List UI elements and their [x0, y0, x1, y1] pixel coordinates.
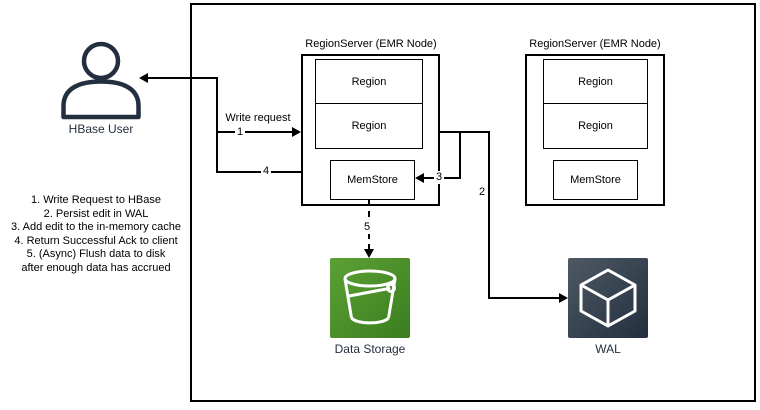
regionserver1-region-0: Region [315, 59, 423, 104]
regionserver2-region-1: Region [543, 102, 648, 149]
arrowhead-to-user [139, 73, 148, 83]
regionserver1-memstore: MemStore [330, 160, 415, 200]
step-line: 4. Return Successful Ack to client [14, 234, 178, 247]
regionserver2-title: RegionServer (EMR Node) [529, 38, 661, 50]
step-line: after enough data has accrued [21, 261, 171, 274]
edge-label-3: 3 [434, 171, 445, 184]
regionserver1-title: RegionServer (EMR Node) [305, 38, 437, 50]
edge-ack-to-user [147, 77, 218, 79]
s3-bucket-icon [330, 258, 410, 338]
edge-write-request [216, 131, 293, 133]
edge-to-memstore-vertical [459, 132, 461, 179]
regionserver2-memstore: MemStore [553, 160, 638, 200]
edge-to-wal-bottom [488, 297, 561, 299]
emr-cluster-boundary [190, 3, 756, 402]
arrowhead-into-wal [559, 293, 568, 303]
step-line: 1. Write Request to HBase [30, 194, 162, 206]
step-line: 5. (Async) Flush data to disk [26, 248, 166, 260]
data-storage-label: Data Storage [334, 342, 406, 356]
arrowhead-into-storage [364, 249, 374, 258]
arrowhead-into-regionserver1 [292, 127, 301, 137]
edge-to-wal-top [440, 131, 490, 133]
step-legend: 1. Write Request to HBase 2. Persist edi… [0, 194, 192, 275]
step-line: 2. Persist edit in WAL [43, 207, 149, 220]
edge-ack [216, 171, 302, 173]
edge-label-1: 1 [235, 126, 246, 139]
user-label: HBase User [68, 122, 134, 136]
regionserver1-region-1: Region [315, 102, 423, 149]
write-request-label: Write request [218, 112, 298, 124]
user-icon [61, 41, 141, 120]
edge-to-wal-vertical [488, 131, 490, 299]
step-line: 3. Add edit to the in-memory cache [11, 221, 181, 233]
arrowhead-into-memstore [415, 173, 424, 183]
edge-label-4: 4 [261, 165, 272, 178]
regionserver2-region-0: Region [543, 59, 648, 104]
wal-cube-icon [568, 258, 648, 338]
wal-label: WAL [595, 342, 621, 356]
edge-label-5: 5 [362, 221, 373, 234]
edge-user-trunk [216, 77, 218, 173]
edge-label-2: 2 [477, 186, 488, 199]
